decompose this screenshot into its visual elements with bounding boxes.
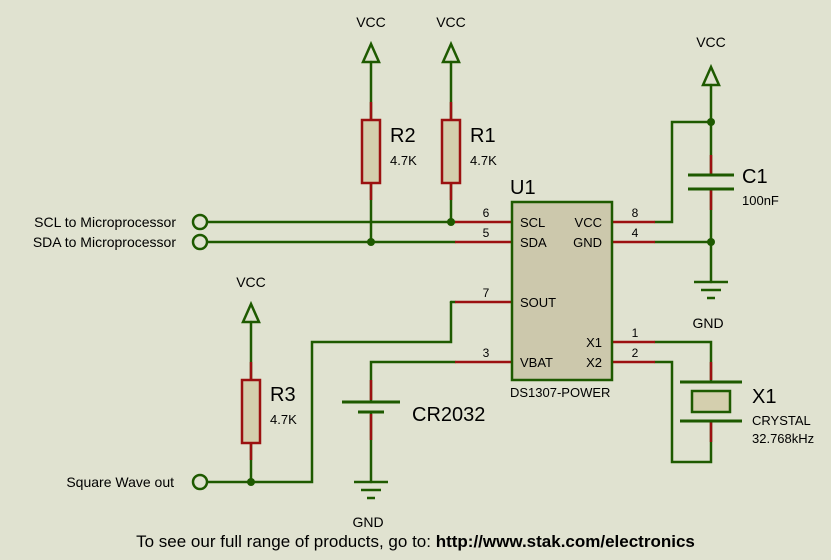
pin-number: 3 [483,346,490,360]
junction-dot [707,238,715,246]
junction-dot [367,238,375,246]
junction-dot [447,218,455,226]
resistor-r3-value: 4.7K [270,412,297,427]
pin-number: 4 [632,226,639,240]
crystal-x1 [680,380,742,423]
crystal-ref: X1 [752,386,776,408]
capacitor-c1 [688,173,734,191]
resistor-r3-ref: R3 [270,384,296,406]
junction-dot [247,478,255,486]
battery-cr2032 [342,400,400,414]
pin-name-vbat: VBAT [520,355,553,370]
junction-dot [707,118,715,126]
pin-name-x2: X2 [586,355,602,370]
pin-number: 8 [632,206,639,220]
port-sqw-label: Square Wave out [66,474,174,490]
ic-u1-body [510,200,614,382]
crystal-type: CRYSTAL [752,413,811,428]
vcc-label: VCC [356,14,386,30]
vcc-label: VCC [436,14,466,30]
vcc-symbol-c1 [701,63,721,87]
pin-number: 1 [632,326,639,340]
pin-name-gnd: GND [573,235,602,250]
gnd-label: GND [352,514,383,530]
crystal-value: 32.768kHz [752,431,814,446]
pin-number: 6 [483,206,490,220]
gnd-symbol-battery [354,480,388,500]
vcc-symbol-r1 [441,40,461,64]
capacitor-value: 100nF [742,193,779,208]
junctions [247,118,715,486]
resistor-r1-value: 4.7K [470,153,497,168]
pin-stubs [249,102,713,460]
port-sqw-terminal [191,473,209,491]
vcc-symbol-r3 [241,300,261,324]
gnd-symbol-c1 [694,280,728,300]
pin-name-scl: SCL [520,215,545,230]
port-scl-terminal [191,213,209,231]
pin-number: 7 [483,286,490,300]
pin-name-x1: X1 [586,335,602,350]
crystal-body [690,389,732,414]
ic-ref: U1 [510,177,536,199]
footer-text: To see our full range of products, go to… [136,532,431,551]
pin-name-vcc: VCC [575,215,602,230]
resistor-r2-value: 4.7K [390,153,417,168]
vcc-label: VCC [236,274,266,290]
resistor-r3 [240,378,262,445]
gnd-label: GND [692,315,723,331]
ic-part: DS1307-POWER [510,385,610,400]
pin-name-sout: SOUT [520,295,556,310]
resistor-r2-ref: R2 [390,125,416,147]
resistor-r2 [360,118,382,185]
footer: To see our full range of products, go to… [0,532,831,552]
capacitor-ref: C1 [742,166,768,188]
pin-number: 2 [632,346,639,360]
battery-ref: CR2032 [412,404,485,426]
vcc-symbol-r2 [361,40,381,64]
port-sda-label: SDA to Microprocessor [33,234,176,250]
resistor-r1 [440,118,462,185]
vcc-label: VCC [696,34,726,50]
footer-link[interactable]: http://www.stak.com/electronics [435,532,695,551]
pin-name-sda: SDA [520,235,547,250]
port-sda-terminal [191,233,209,251]
pin-number: 5 [483,226,490,240]
resistor-r1-ref: R1 [470,125,496,147]
schematic: VCC VCC VCC VCC GND GND R2 4.7K R1 4.7K … [33,14,814,530]
port-scl-label: SCL to Microprocessor [34,214,176,230]
